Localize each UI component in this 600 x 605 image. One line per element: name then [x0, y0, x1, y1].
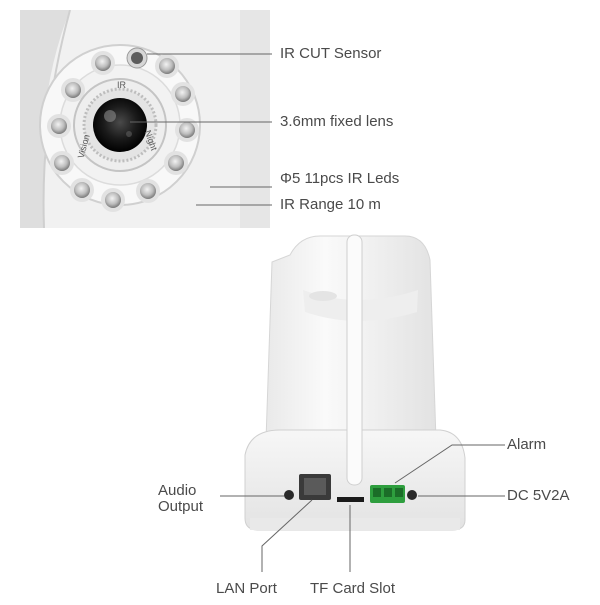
dc-power-jack [407, 490, 417, 500]
ir-leds-label: Φ5 11pcs IR Leds [280, 170, 400, 187]
alarm-label: Alarm [507, 436, 547, 453]
audio-output-label-line2: Output [158, 498, 204, 515]
lens-ring-ir: IR [117, 80, 126, 90]
camera-head-closeup [20, 10, 270, 228]
tf-card-slot-label: TF Card Slot [310, 580, 396, 597]
ir-range-label: IR Range 10 m [280, 196, 381, 213]
top-callout-lines [130, 53, 272, 206]
lan-port-label: LAN Port [216, 580, 277, 597]
lens [73, 78, 167, 172]
ir-cut-sensor-label: IR CUT Sensor [280, 45, 382, 62]
camera-rear-view [244, 234, 466, 531]
audio-output-port [284, 490, 294, 500]
bottom-callout-lines [220, 444, 505, 572]
dc-label: DC 5V2A [507, 487, 570, 504]
audio-output-label-line1: Audio [158, 482, 197, 499]
ir-leds [47, 51, 199, 212]
tf-card-slot [337, 497, 364, 502]
lens-label: 3.6mm fixed lens [280, 113, 394, 130]
antenna [346, 234, 363, 486]
